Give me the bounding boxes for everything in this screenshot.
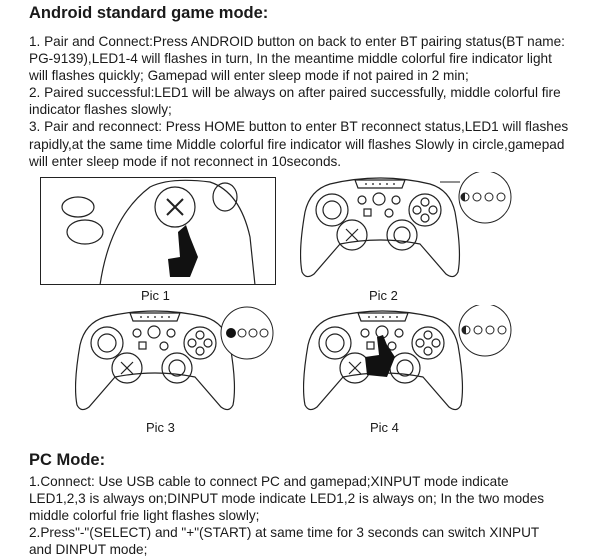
text-line: will enter sleep mode if not reconnect i… — [29, 153, 342, 169]
text-line: PG-9139),LED1-4 will flashes in turn, In… — [29, 51, 552, 67]
text-line: 3. Pair and reconnect: Press HOME button… — [29, 119, 569, 135]
pic1-android-button-illustration — [40, 177, 276, 285]
pic1-label: Pic 1 — [141, 288, 170, 303]
pc-mode-instructions: 1.Connect: Use USB cable to connect PC a… — [29, 473, 594, 558]
pic4-home-button-illustration — [303, 305, 512, 411]
text-line: will flashes quickly; Gamepad will enter… — [29, 68, 469, 84]
pic2-label: Pic 2 — [369, 288, 398, 303]
android-mode-heading: Android standard game mode: — [29, 4, 269, 22]
text-line: 2. Paired successful:LED1 will be always… — [29, 85, 561, 101]
pic2-paired-illustration — [300, 172, 512, 278]
pc-mode-heading: PC Mode: — [29, 451, 106, 469]
text-line: rapidly,at the same time Middle colorful… — [29, 136, 565, 152]
text-line: LED1,2,3 is always on;DINPUT mode indica… — [29, 491, 545, 507]
text-line: and DINPUT mode; — [29, 542, 148, 558]
pic3-led-illustration — [75, 306, 274, 411]
text-line: 1. Pair and Connect:Press ANDROID button… — [29, 34, 565, 49]
pic3-label: Pic 3 — [146, 420, 175, 435]
pic4-label: Pic 4 — [370, 420, 399, 435]
text-line: 2.Press"-"(SELECT) and "+"(START) at sam… — [29, 525, 540, 541]
android-mode-instructions: 1. Pair and Connect:Press ANDROID button… — [29, 33, 594, 170]
text-line: 1.Connect: Use USB cable to connect PC a… — [29, 474, 509, 489]
text-line: middle colorful frie light flashes slowl… — [29, 508, 260, 524]
text-line: indicator flashes slowly; — [29, 102, 172, 118]
